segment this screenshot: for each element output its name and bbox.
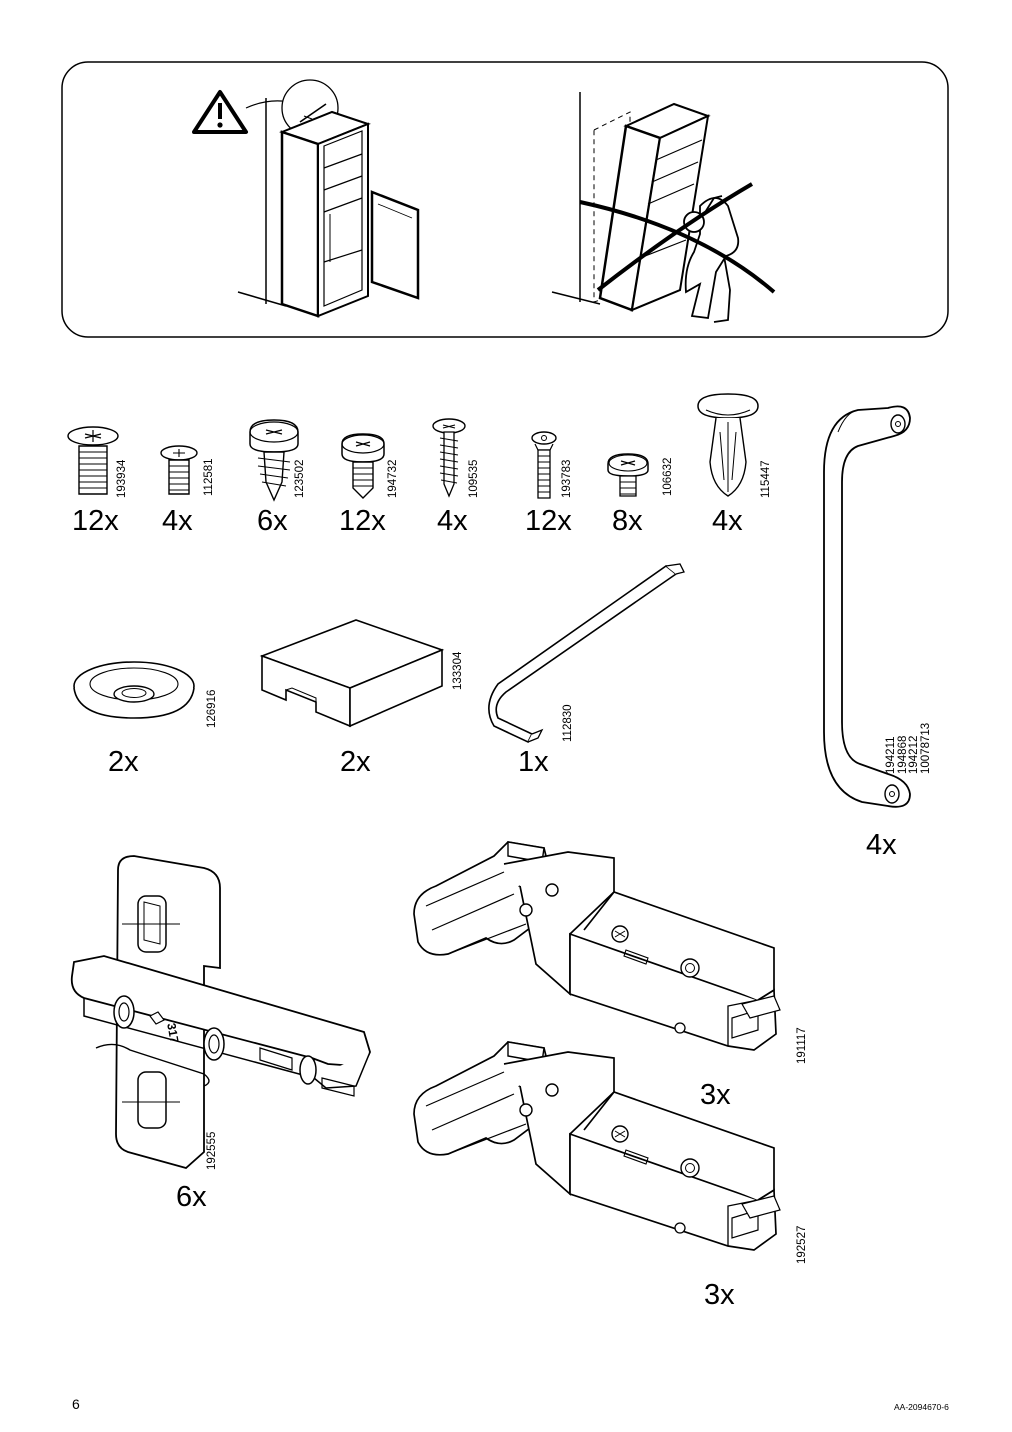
screw-193783-icon — [526, 430, 562, 502]
quantity-133304: 2x — [340, 746, 371, 778]
part-code-123502: 123502 — [294, 459, 306, 498]
part-code-192555: 192555 — [206, 1131, 218, 1170]
quantity-194732: 12x — [339, 505, 386, 537]
part-code-112581: 112581 — [203, 458, 215, 496]
part-code-193934: 193934 — [116, 459, 128, 498]
hinge-191117-icon — [408, 834, 788, 1064]
part-code-10078713: 10078713 — [919, 722, 932, 774]
quantity-193783: 12x — [525, 505, 572, 537]
quantity-192555: 6x — [176, 1181, 207, 1213]
tipping-cabinet-illustration — [0, 0, 1012, 345]
quantity-126916: 2x — [108, 746, 139, 778]
part-code-194732: 194732 — [387, 459, 399, 498]
part-code-109535: 109535 — [468, 459, 480, 498]
screw-194732-icon — [338, 432, 390, 502]
quantity-123502: 6x — [257, 505, 288, 537]
part-code-126916: 126916 — [206, 689, 218, 728]
part-code-115447: 115447 — [760, 460, 772, 498]
screw-112581-icon — [158, 444, 204, 500]
quantity-handle: 4x — [866, 829, 897, 861]
part-code-193783: 193783 — [561, 459, 573, 498]
part-code-133304: 133304 — [452, 651, 464, 690]
washer-126916-icon — [70, 656, 200, 722]
mounting-plate-192555-icon — [64, 852, 384, 1174]
screw-109535-icon — [430, 418, 470, 498]
screw-123502-icon — [244, 418, 306, 502]
plastic-rivet-115447-icon — [692, 392, 768, 500]
quantity-109535: 4x — [437, 505, 468, 537]
allen-key-112830-icon — [486, 560, 692, 744]
block-133304-icon — [256, 616, 452, 730]
quantity-106632: 8x — [612, 505, 643, 537]
warning-panel — [0, 0, 1012, 345]
quantity-193934: 12x — [72, 505, 119, 537]
part-code-192527: 192527 — [796, 1225, 808, 1264]
prohibited-cross-icon — [580, 184, 774, 292]
screw-193934-icon — [64, 424, 124, 504]
hinge-192527-icon — [408, 1034, 788, 1264]
quantity-112830: 1x — [518, 746, 549, 778]
part-code-106632: 106632 — [662, 457, 674, 496]
door-handle-icon — [818, 392, 918, 814]
quantity-115447: 4x — [712, 505, 743, 537]
part-code-194211: 194211 — [885, 736, 897, 774]
warning-triangle-icon — [194, 92, 246, 132]
screw-106632-icon — [604, 452, 654, 500]
part-code-191117: 191117 — [796, 1027, 808, 1064]
part-code-194212: 194212 — [908, 735, 920, 774]
quantity-192527: 3x — [704, 1279, 735, 1311]
part-codes-handle: 194211 194868 194212 10078713 — [885, 722, 932, 774]
secured-cabinet-illustration — [0, 0, 500, 345]
quantity-112581: 4x — [162, 505, 193, 537]
page-number: 6 — [72, 1396, 80, 1412]
part-code-112830: 112830 — [562, 704, 574, 742]
quantity-191117: 3x — [700, 1079, 731, 1111]
document-id: AA-2094670-6 — [894, 1402, 949, 1412]
